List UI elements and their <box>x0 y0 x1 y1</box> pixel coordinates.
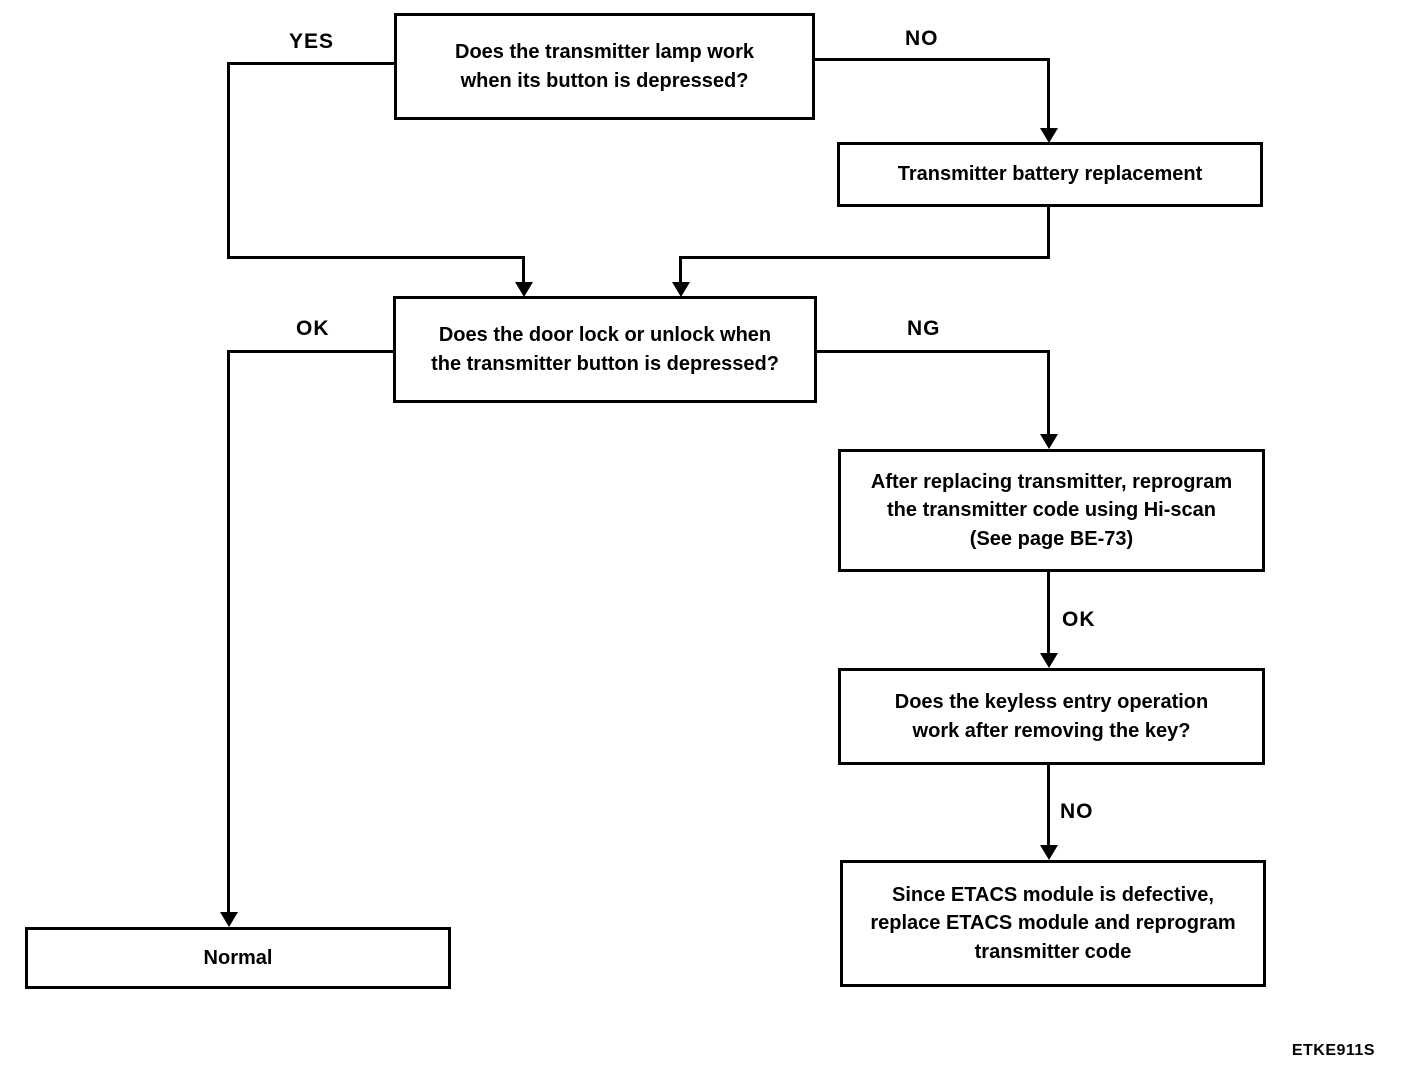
connector-ok-vertical <box>227 350 230 914</box>
connector-ok-horizontal <box>227 350 393 353</box>
edge-label-no: NO <box>905 27 939 50</box>
connector-yes-horizontal <box>227 62 397 65</box>
connector-yes-vertical <box>227 62 230 259</box>
arrowhead-into-battery-icon <box>1040 128 1058 143</box>
connector-ok2-vertical <box>1047 572 1050 656</box>
node-normal: Normal <box>25 927 451 989</box>
arrowhead-into-door-lock-right-icon <box>672 282 690 297</box>
node-battery-replacement: Transmitter battery replacement <box>837 142 1263 207</box>
node-reprogram-transmitter: After replacing transmitter, reprogram t… <box>838 449 1265 572</box>
connector-merge-right-horizontal <box>679 256 1050 259</box>
node-transmitter-lamp-question: Does the transmitter lamp work when its … <box>394 13 815 120</box>
connector-ng-vertical <box>1047 350 1050 437</box>
arrowhead-into-etacs-icon <box>1040 845 1058 860</box>
arrowhead-into-normal-icon <box>220 912 238 927</box>
figure-code: ETKE911S <box>1291 1042 1375 1059</box>
connector-no-horizontal <box>813 58 1050 61</box>
connector-merge-right-vertical <box>679 256 682 284</box>
connector-ng-horizontal <box>815 350 1050 353</box>
connector-merge-left-vertical <box>522 256 525 284</box>
edge-label-ok2: OK <box>1062 608 1096 631</box>
connector-no2-vertical <box>1047 765 1050 848</box>
connector-merge-left-horizontal <box>227 256 525 259</box>
arrowhead-into-reprogram-icon <box>1040 434 1058 449</box>
node-keyless-entry-question: Does the keyless entry operation work af… <box>838 668 1265 765</box>
connector-battery-out-vertical <box>1047 207 1050 259</box>
edge-label-ok: OK <box>296 317 330 340</box>
edge-label-ng: NG <box>907 317 941 340</box>
edge-label-yes: YES <box>289 30 335 53</box>
arrowhead-into-door-lock-left-icon <box>515 282 533 297</box>
arrowhead-into-keyless-icon <box>1040 653 1058 668</box>
node-door-lock-question: Does the door lock or unlock when the tr… <box>393 296 817 403</box>
connector-no-vertical <box>1047 58 1050 130</box>
edge-label-no2: NO <box>1060 800 1094 823</box>
node-replace-etacs: Since ETACS module is defective, replace… <box>840 860 1266 987</box>
